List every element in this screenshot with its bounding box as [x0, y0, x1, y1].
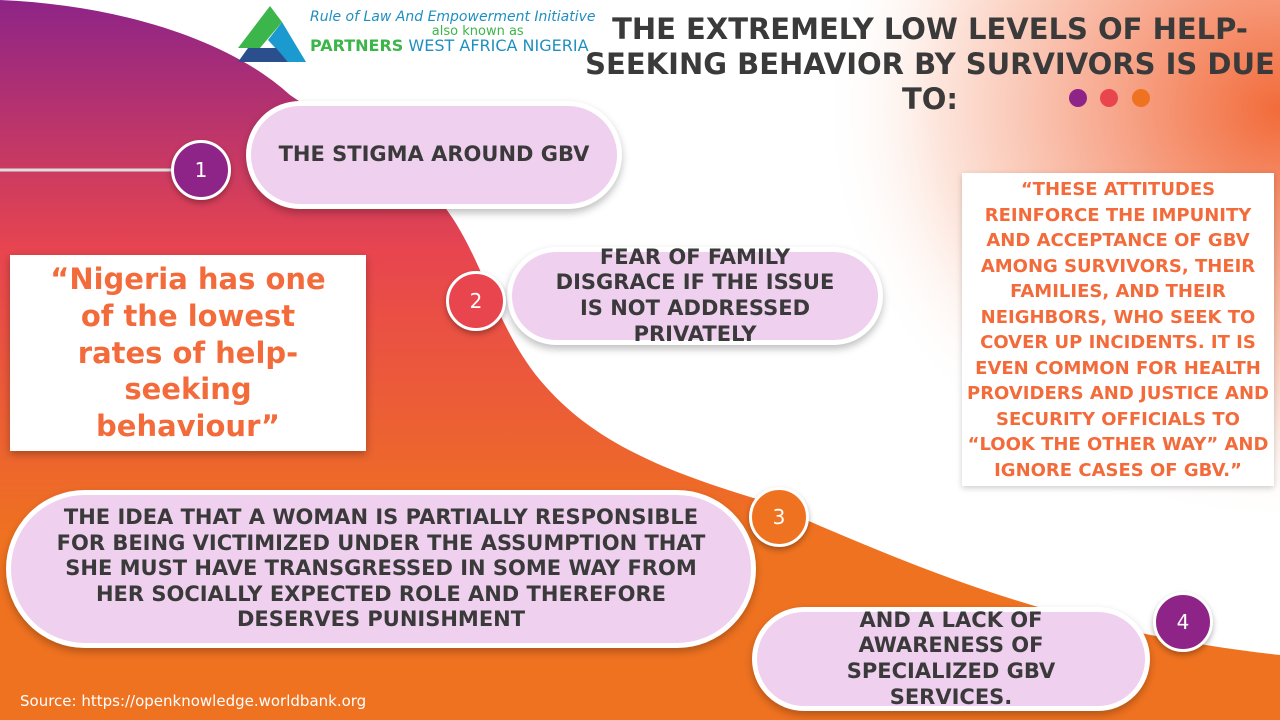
item-2-number: 2	[446, 271, 506, 331]
item-1-pill: THE STIGMA AROUND GBV	[246, 101, 622, 209]
logo-line2: also known as	[431, 23, 524, 39]
item-1-text: THE STIGMA AROUND GBV	[278, 142, 590, 167]
logo-line3-green: PARTNERS	[310, 36, 404, 56]
item-3-text: THE IDEA THAT A WOMAN IS PARTIALLY RESPO…	[56, 504, 706, 632]
logo-text: Rule of Law And Empowerment Initiative a…	[310, 10, 596, 55]
item-2-pill: FEAR OF FAMILY DISGRACE IF THE ISSUE IS …	[507, 244, 883, 346]
item-1-number: 1	[171, 140, 231, 200]
item-4-number: 4	[1153, 592, 1213, 652]
left-quote-box: “Nigeria has one of the lowest rates of …	[10, 255, 366, 451]
logo-line3-blue: WEST AFRICA NIGERIA	[408, 36, 589, 56]
dot-purple	[1069, 89, 1087, 107]
logo-line1: Rule of Law And Empowerment Initiative	[310, 9, 596, 25]
item-3-pill: THE IDEA THAT A WOMAN IS PARTIALLY RESPO…	[6, 490, 756, 648]
right-quote-box: “THESE ATTITUDES REINFORCE THE IMPUNITY …	[962, 173, 1274, 486]
item-3-number: 3	[749, 487, 809, 547]
right-quote: “THESE ATTITUDES REINFORCE THE IMPUNITY …	[967, 179, 1269, 482]
item-4-text: AND A LACK OF AWARENESS OF SPECIALIZED G…	[846, 607, 1056, 709]
source-text: Source: https://openknowledge.worldbank.…	[20, 692, 367, 710]
item-4-pill: AND A LACK OF AWARENESS OF SPECIALIZED G…	[752, 607, 1150, 711]
left-quote: “Nigeria has one of the lowest rates of …	[50, 261, 326, 444]
logo-triangle-icon	[238, 6, 306, 62]
dot-orange	[1132, 89, 1150, 107]
dot-red	[1100, 89, 1118, 107]
logo	[238, 6, 308, 64]
page-title: THE EXTREMELY LOW LEVELS OF HELP-SEEKING…	[585, 12, 1275, 116]
item-2-text: FEAR OF FAMILY DISGRACE IF THE ISSUE IS …	[555, 244, 835, 346]
